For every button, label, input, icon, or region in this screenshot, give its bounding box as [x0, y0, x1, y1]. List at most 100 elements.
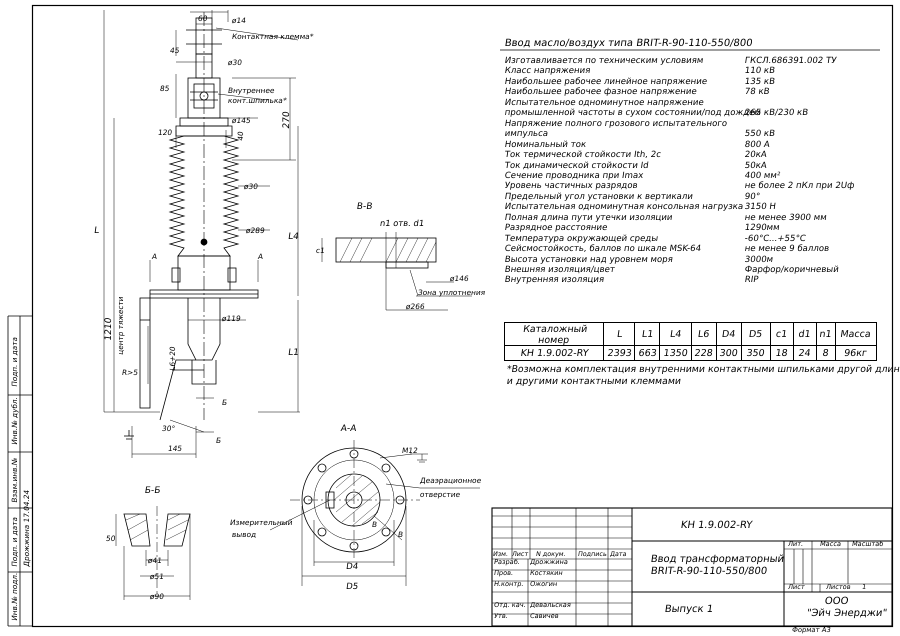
catalog-cell: 663: [633, 345, 661, 361]
tb-massa-label: Масса: [819, 540, 842, 548]
spec-label: Сейсмостойкость, баллов по шкале MSK-64: [504, 244, 702, 255]
catalog-header-cell: L6: [689, 322, 718, 346]
dim-L6: L6+20: [168, 345, 177, 372]
spec-label: Испытательная одноминутная консольная на…: [504, 202, 744, 213]
dim-d146: ø146: [449, 274, 470, 283]
catalog-header-cell: D4: [714, 322, 743, 346]
catalog-data-row: KH 1.9.002-RY 2393 663 1350 228 300 350 …: [503, 345, 878, 361]
catalog-cell: 228: [689, 345, 718, 361]
catalog-header-cell: Каталожный номер: [502, 322, 606, 346]
dim-R5: R>5: [121, 368, 139, 377]
tb-masshtab-label: Масштаб: [851, 540, 884, 548]
label-inner-contact-1: Внутреннее: [227, 86, 276, 95]
spec-label: Предельный угол установки к вертикали: [504, 191, 694, 202]
tb-role: Утв.: [493, 612, 509, 620]
dim-L1: L1: [287, 348, 300, 358]
strip-signer-date: Дрожжина 17.04.24: [22, 489, 31, 568]
spec-value: 3150 Н: [744, 202, 777, 213]
spec-value: 78 кВ: [744, 87, 771, 98]
spec-value: не менее 9 баллов: [744, 244, 830, 255]
tb-role: Н.контр.: [493, 579, 525, 588]
dim-145-base: 145: [167, 444, 183, 453]
section-bb-title: В-В: [356, 202, 374, 212]
dim-d30-top: ø30: [227, 58, 243, 67]
strip-label-vzam-inv: Взам.инв.№: [10, 457, 19, 504]
spec-value: 400 мм²: [744, 170, 781, 181]
catalog-header-cell: L1: [633, 322, 662, 346]
catalog-header-cell: Масса: [833, 322, 878, 346]
dim-D5: D5: [345, 582, 359, 592]
dim-270: 270: [282, 110, 292, 130]
label-m12: M12: [401, 446, 419, 455]
tb-person: Девальская: [529, 601, 572, 610]
title-name-line-2: BRIT-R-90-110-550/800: [650, 566, 768, 577]
dim-d41: ø41: [147, 556, 163, 565]
spec-label: Испытательное одноминутное напряжение: [504, 97, 705, 108]
dim-d289: ø289: [245, 226, 266, 235]
section-b-drawing: [115, 506, 191, 600]
label-measuring-1: Измерительный: [229, 518, 294, 527]
label-n1-holes: n1 отв. d1: [379, 218, 425, 228]
tb-list-label: Лист: [787, 583, 806, 591]
tb-lit-label: Лит.: [787, 540, 804, 548]
dim-d145: ø145: [231, 116, 252, 125]
spec-value: 265 кВ/230 кВ: [744, 108, 809, 119]
dim-D4: D4: [345, 562, 359, 572]
strip-label-inv-podl: Инв.№ подл.: [10, 571, 19, 622]
dim-d51: ø51: [149, 572, 165, 581]
catalog-cell: 18: [769, 345, 795, 361]
tb-role: Разраб.: [493, 558, 521, 566]
spec-label: импульса: [504, 129, 549, 140]
spec-value: -60°С...+55°С: [744, 233, 807, 244]
spec-value: не менее 3900 мм: [744, 212, 828, 223]
dim-L4: L4: [287, 232, 300, 242]
note-line-2: и другими контактными клеммами: [506, 376, 682, 387]
dim-120: 120: [157, 128, 173, 137]
section-bb-drawing: [321, 232, 472, 311]
spec-value: 110 кВ: [744, 66, 776, 77]
label-contact-clamp: Контактная клемма*: [231, 32, 315, 41]
label-deaeration-2: отверстие: [419, 490, 461, 499]
spec-label: Внутренняя изоляция: [504, 275, 605, 286]
tb-col-izm: Изм.: [492, 550, 509, 558]
spec-label: Наибольшее рабочее фазное напряжение: [504, 87, 698, 98]
catalog-table: Каталожный номер L L1 L4 L6 D4 D5 c1 d1 …: [502, 322, 878, 361]
spec-label: Высота установки над уровнем моря: [504, 254, 674, 265]
catalog-header-cell: L4: [658, 322, 693, 346]
catalog-header-row: Каталожный номер L L1 L4 L6 D4 D5 c1 d1 …: [502, 322, 878, 346]
spec-label: Класс напряжения: [504, 66, 591, 77]
spec-label: Уровень частичных разрядов: [504, 181, 639, 192]
tb-col-data: Дата: [609, 550, 628, 558]
dim-d14: ø14: [231, 16, 247, 25]
label-inner-contact-2: конт.шпилька*: [227, 96, 288, 105]
dim-40: 40: [236, 130, 245, 142]
spec-label: Ток термической стойкости Ith, 2с: [504, 150, 662, 161]
spec-label: промышленной частоты в сухом состоянии/п…: [504, 108, 762, 119]
tb-person: Костякин: [529, 568, 564, 577]
dim-d30-mid: ø30: [243, 182, 259, 191]
catalog-cell: KH 1.9.002-RY: [503, 345, 605, 361]
spec-value: 1290мм: [744, 223, 781, 234]
tb-col-list: Лист: [511, 550, 529, 558]
section-aa-drawing: [269, 440, 480, 586]
title-designation: KH 1.9.002-RY: [680, 520, 753, 531]
spec-value: RIP: [744, 275, 760, 286]
catalog-cell: 24: [792, 345, 818, 361]
spec-value: Фарфор/коричневый: [744, 265, 840, 275]
label-seal-zone: Зона уплотнения: [417, 288, 486, 297]
section-aa-title: А-А: [340, 424, 357, 434]
spec-value: 20кА: [744, 150, 768, 161]
dim-d119: ø119: [221, 314, 242, 323]
note-line-1: *Возможна комплектация внутренними конта…: [506, 364, 900, 375]
label-measuring-2: вывод: [231, 530, 257, 539]
tb-col-podp: Подпись: [577, 550, 608, 558]
tb-person: Ожогин: [529, 579, 558, 588]
dim-60: 60: [197, 14, 209, 23]
dim-1210: 1210: [104, 317, 114, 342]
catalog-cell: 96кг: [834, 345, 878, 361]
spec-label: Сечение проводника при Imax: [504, 170, 644, 181]
spec-label: Напряжение полного грозового испытательн…: [504, 118, 728, 129]
catalog-cell: 350: [740, 345, 772, 361]
tb-role: Отд. кач.: [493, 601, 527, 610]
tb-role: Пров.: [493, 568, 514, 577]
